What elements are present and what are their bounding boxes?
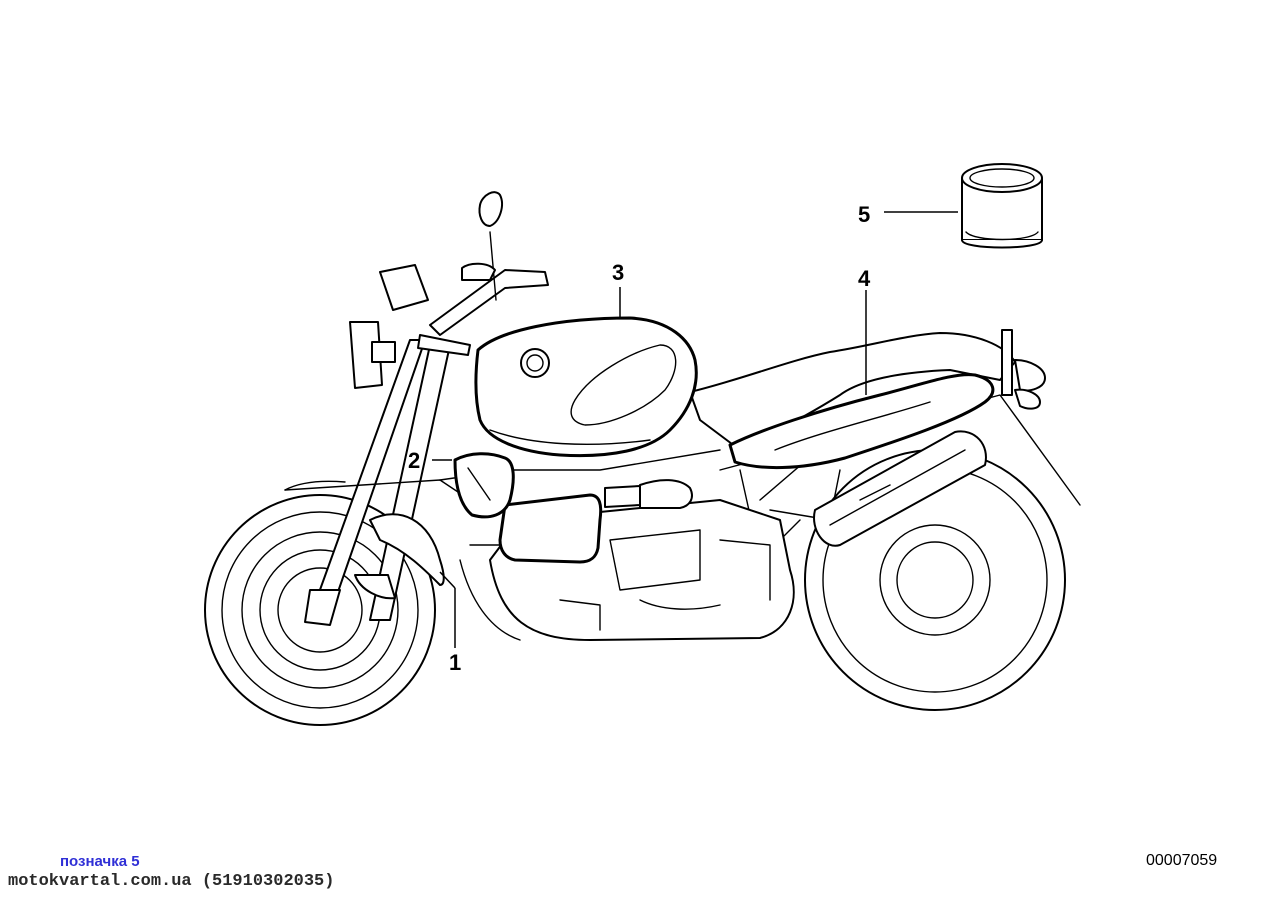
callout-1: 1 (449, 650, 461, 675)
paint-stick (961, 163, 1043, 249)
fuel-tank (474, 316, 698, 458)
exhaust-muffler (813, 430, 987, 547)
callout-4: 4 (858, 266, 871, 291)
callout-2: 2 (408, 448, 420, 473)
part-reference-link[interactable]: позначка 5 (60, 853, 140, 870)
handlebar (429, 191, 549, 336)
side-cover (453, 452, 515, 519)
drawing-number: 00007059 (1146, 852, 1218, 869)
callout-3: 3 (612, 260, 624, 285)
engine-guard (459, 493, 603, 641)
headlight (349, 264, 429, 389)
callout-5: 5 (858, 202, 870, 227)
site-watermark: motokvartal.com.ua (51910302035) (8, 872, 335, 891)
tail-fairing (728, 373, 995, 470)
leader-lines (432, 211, 958, 648)
seat (689, 329, 1046, 451)
throttle-body (604, 479, 693, 509)
front-fender (354, 513, 445, 600)
